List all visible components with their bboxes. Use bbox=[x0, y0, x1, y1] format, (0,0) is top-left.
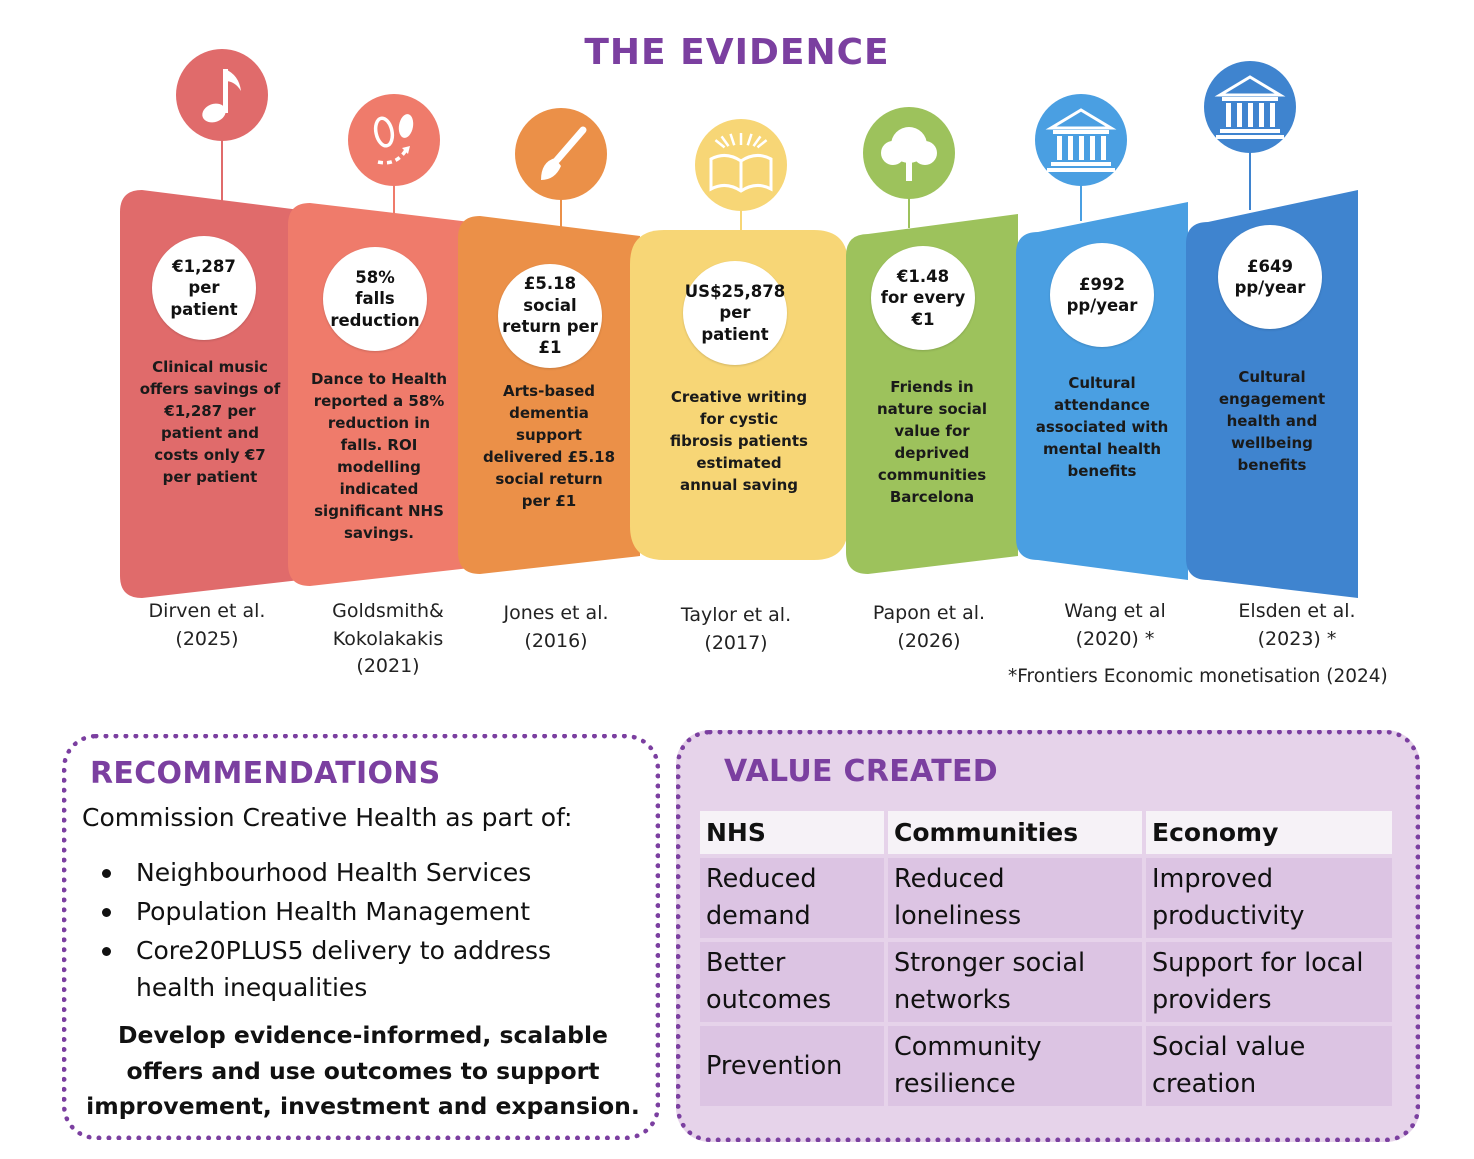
recommendation-text: Population Health Management bbox=[136, 897, 531, 926]
bullet-icon bbox=[102, 908, 111, 917]
evidence-description: Dance to Health reported a 58% reduction… bbox=[310, 370, 448, 543]
table-cell: Stronger social networks bbox=[888, 942, 1142, 1022]
evidence-citation: Goldsmith& Kokolakakis (2021) bbox=[332, 600, 444, 678]
open-book-icon bbox=[709, 133, 773, 193]
recommendations-intro: Commission Creative Health as part of: bbox=[82, 803, 573, 832]
stat-bubble: €1,287 per patient bbox=[152, 236, 256, 340]
music-note-icon bbox=[202, 69, 241, 123]
value-created-heading: VALUE CREATED bbox=[724, 754, 999, 789]
tree-icon bbox=[881, 127, 937, 181]
table-cell: Social value creation bbox=[1146, 1026, 1392, 1106]
stat-bubble: US$25,878 per patient bbox=[683, 261, 787, 365]
evidence-description: Arts-based dementia support delivered £5… bbox=[482, 382, 616, 511]
evidence-description: Clinical music offers savings of €1,287 … bbox=[139, 358, 281, 487]
stat-bubble: £992 pp/year bbox=[1050, 243, 1154, 347]
evidence-description: Friends in nature social value for depri… bbox=[877, 378, 987, 507]
table-cell: Support for local providers bbox=[1146, 942, 1392, 1022]
table-cell: Better outcomes bbox=[700, 942, 884, 1022]
evidence-citation: Wang et al (2020) * bbox=[1064, 600, 1166, 650]
page-title: THE EVIDENCE bbox=[584, 32, 890, 73]
recommendation-text: Neighbourhood Health Services bbox=[136, 858, 532, 887]
column-header: Communities bbox=[888, 811, 1142, 854]
icon-circle bbox=[348, 94, 440, 186]
recommendations-heading: RECOMMENDATIONS bbox=[90, 756, 441, 791]
bullet-icon bbox=[102, 947, 111, 956]
footnote: *Frontiers Economic monetisation (2024) bbox=[1008, 666, 1388, 687]
stat-bubble: £649 pp/year bbox=[1218, 225, 1322, 329]
table-row: Reduced demand Reduced loneliness Improv… bbox=[700, 858, 1392, 938]
stat-bubble: 58% falls reduction bbox=[323, 247, 427, 351]
table-cell: Community resilience bbox=[888, 1026, 1142, 1106]
museum-icon bbox=[1214, 75, 1286, 139]
footsteps-icon bbox=[373, 114, 414, 165]
museum-icon bbox=[1045, 108, 1117, 172]
evidence-citation: Elsden et al. (2023) * bbox=[1238, 600, 1356, 650]
evidence-panel-7 bbox=[1186, 61, 1358, 598]
recommendation-text: Core20PLUS5 delivery to address health i… bbox=[136, 936, 552, 1002]
evidence-citation: Jones et al. (2016) bbox=[503, 602, 609, 652]
table-cell: Reduced loneliness bbox=[888, 858, 1142, 938]
list-item: Neighbourhood Health Services bbox=[100, 854, 620, 891]
recommendations-closing: Develop evidence-informed, scalable offe… bbox=[86, 1021, 640, 1120]
column-header: NHS bbox=[700, 811, 884, 854]
table-row: Prevention Community resilience Social v… bbox=[700, 1026, 1392, 1106]
evidence-citation: Papon et al. (2026) bbox=[872, 602, 986, 652]
table-cell: Improved productivity bbox=[1146, 858, 1392, 938]
column-header: Economy bbox=[1146, 811, 1392, 854]
recommendations-box bbox=[62, 734, 660, 1140]
evidence-citation: Taylor et al. (2017) bbox=[680, 604, 792, 654]
recommendations-list: Neighbourhood Health Services Population… bbox=[100, 854, 620, 1006]
stat-bubble: £5.18 social return per £1 bbox=[498, 264, 602, 368]
icon-circle bbox=[176, 49, 268, 141]
bullet-icon bbox=[102, 869, 111, 878]
stat-bubble: €1.48 for every €1 bbox=[871, 246, 975, 350]
list-item: Population Health Management bbox=[100, 893, 620, 930]
evidence-citation: Dirven et al. (2025) bbox=[148, 600, 266, 650]
paintbrush-icon bbox=[541, 126, 587, 180]
table-header-row: NHS Communities Economy bbox=[700, 811, 1392, 854]
evidence-description: Cultural engagement health and wellbeing… bbox=[1218, 368, 1326, 475]
list-item: Core20PLUS5 delivery to address health i… bbox=[100, 932, 620, 1006]
table-row: Better outcomes Stronger social networks… bbox=[700, 942, 1392, 1022]
table-cell: Prevention bbox=[700, 1026, 884, 1106]
table-cell: Reduced demand bbox=[700, 858, 884, 938]
evidence-description: Creative writing for cystic fibrosis pat… bbox=[670, 388, 808, 495]
evidence-description: Cultural attendance associated with ment… bbox=[1035, 374, 1169, 481]
value-table: NHS Communities Economy Reduced demand R… bbox=[696, 807, 1396, 1110]
